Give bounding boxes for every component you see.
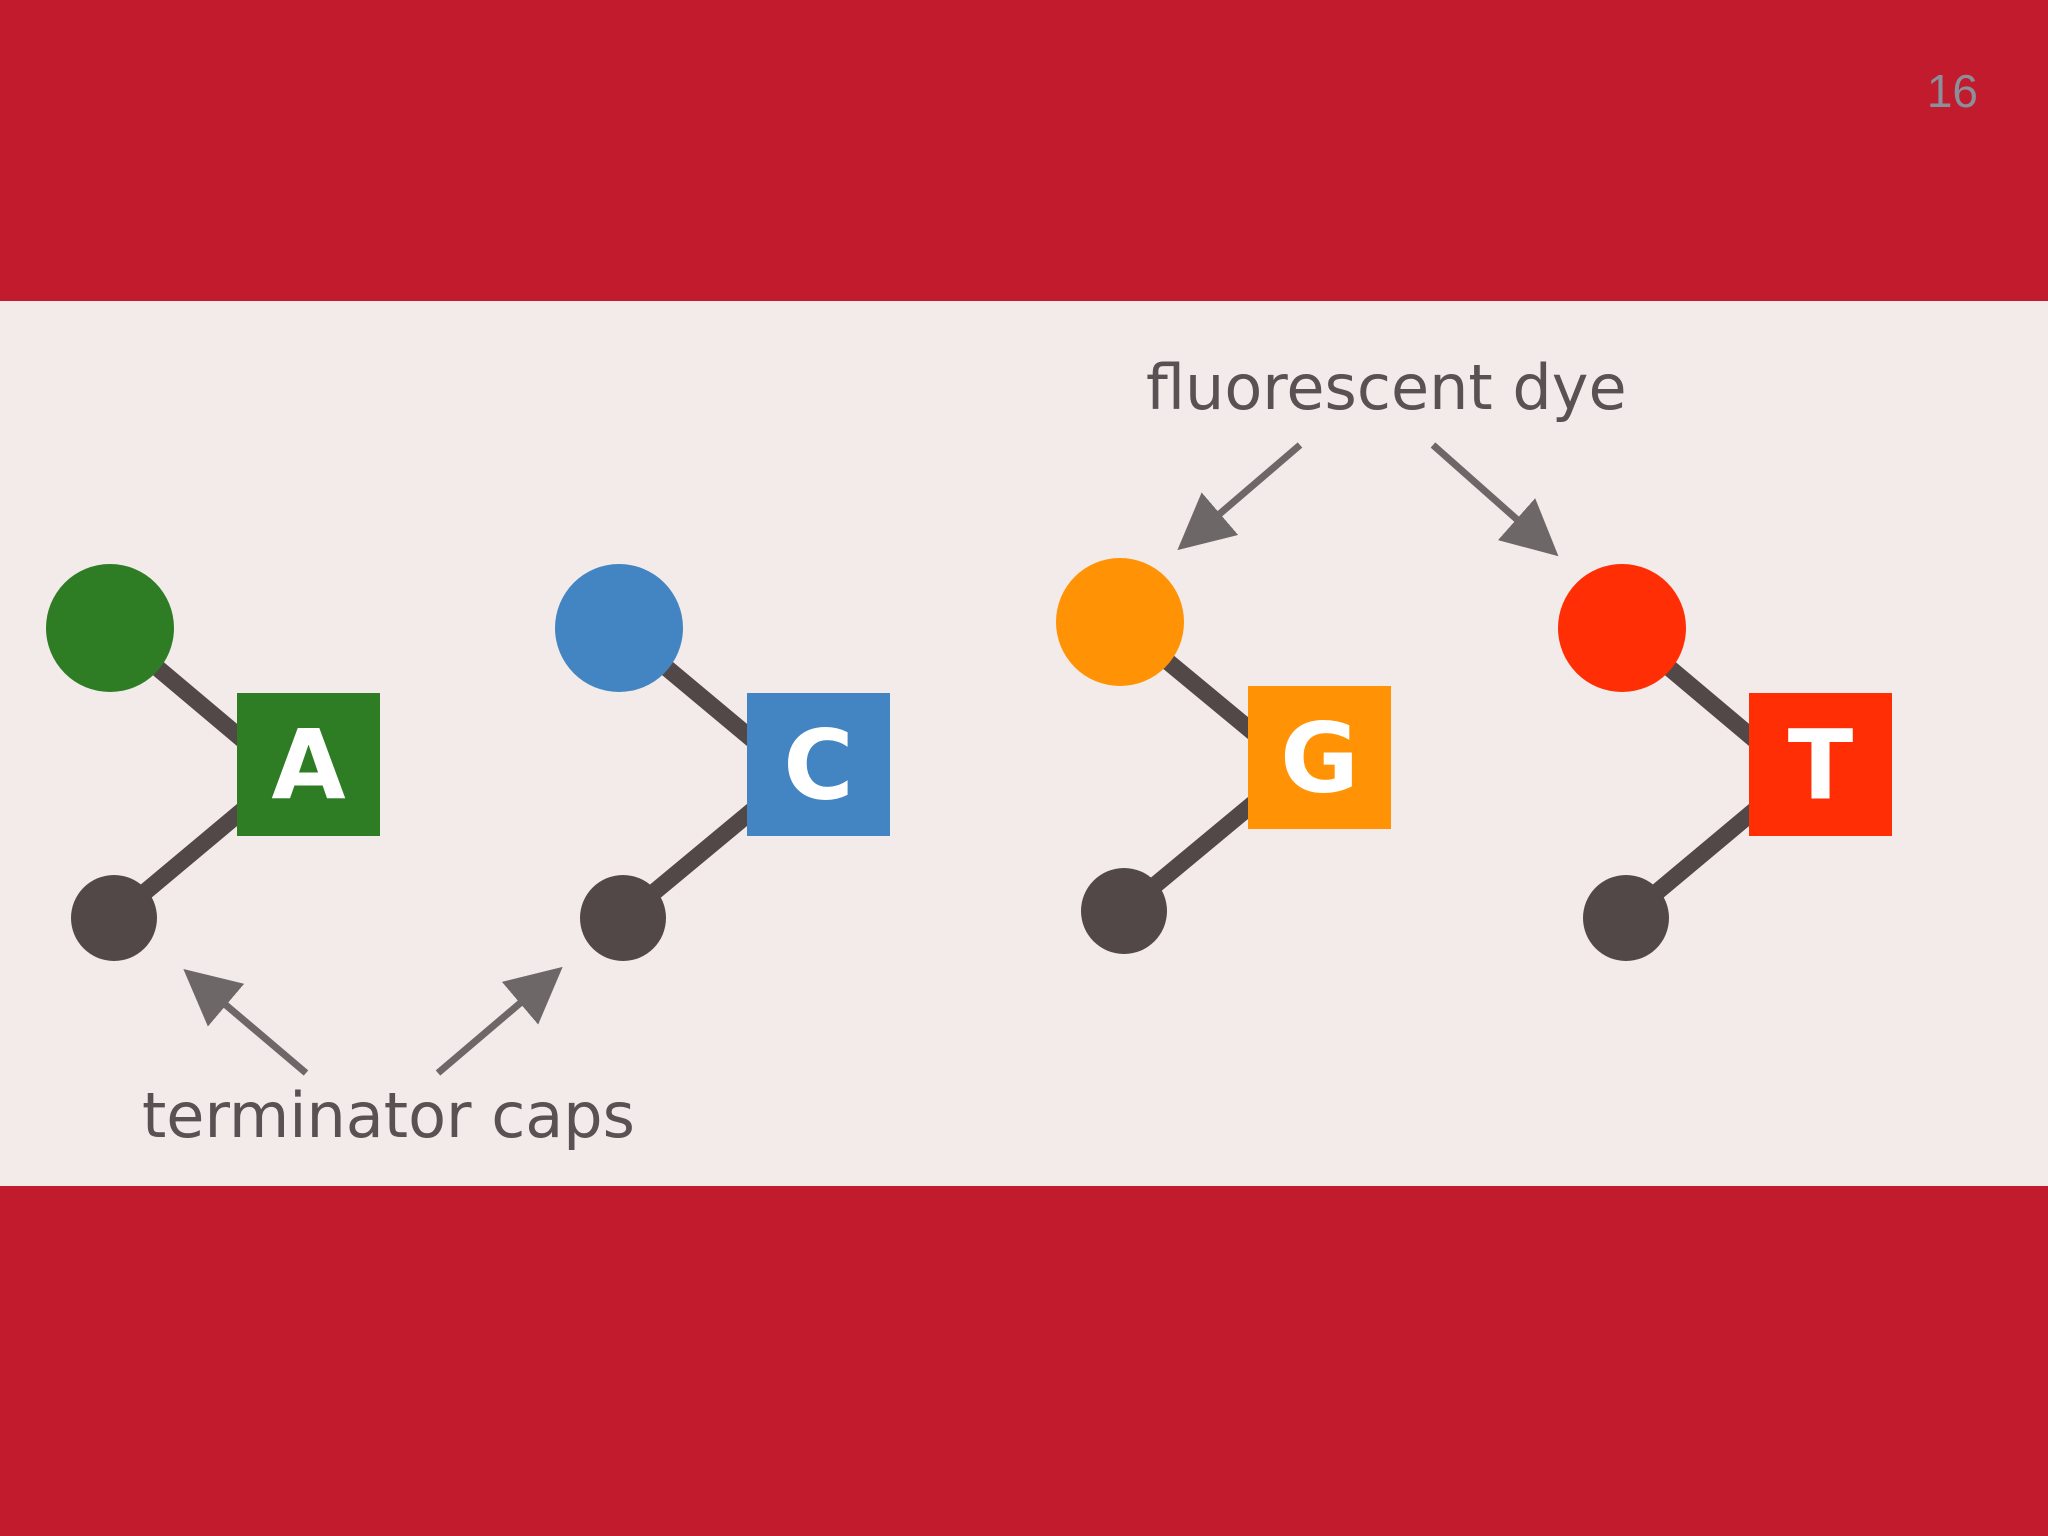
base-letter-t: T xyxy=(1788,710,1853,822)
dye-circle-g xyxy=(1056,558,1184,686)
dye-circle-a xyxy=(46,564,174,692)
terminator-cap-a xyxy=(71,875,157,961)
base-box-a xyxy=(237,693,380,836)
cap-arrow-right xyxy=(435,966,563,1076)
dye-arrow-left xyxy=(1177,442,1303,551)
fluorescent-dye-label: fluorescent dye xyxy=(1146,351,1627,424)
base-box-c xyxy=(747,693,890,836)
diagram-panel: A C G T fluorescent dye terminator caps xyxy=(0,301,2048,1186)
base-letter-c: C xyxy=(783,710,853,822)
slide-number: 16 xyxy=(1926,65,1978,117)
dye-circle-t xyxy=(1558,564,1686,692)
terminator-caps-label: terminator caps xyxy=(142,1079,635,1152)
base-box-t xyxy=(1749,693,1892,836)
cap-arrow-left xyxy=(183,968,309,1076)
terminator-cap-c xyxy=(580,875,666,961)
terminator-cap-g xyxy=(1081,868,1167,954)
dye-arrow-right xyxy=(1430,442,1559,557)
dye-circle-c xyxy=(555,564,683,692)
base-box-g xyxy=(1248,686,1391,829)
terminator-cap-t xyxy=(1583,875,1669,961)
base-letter-g: G xyxy=(1280,703,1359,815)
base-letter-a: A xyxy=(271,710,345,822)
